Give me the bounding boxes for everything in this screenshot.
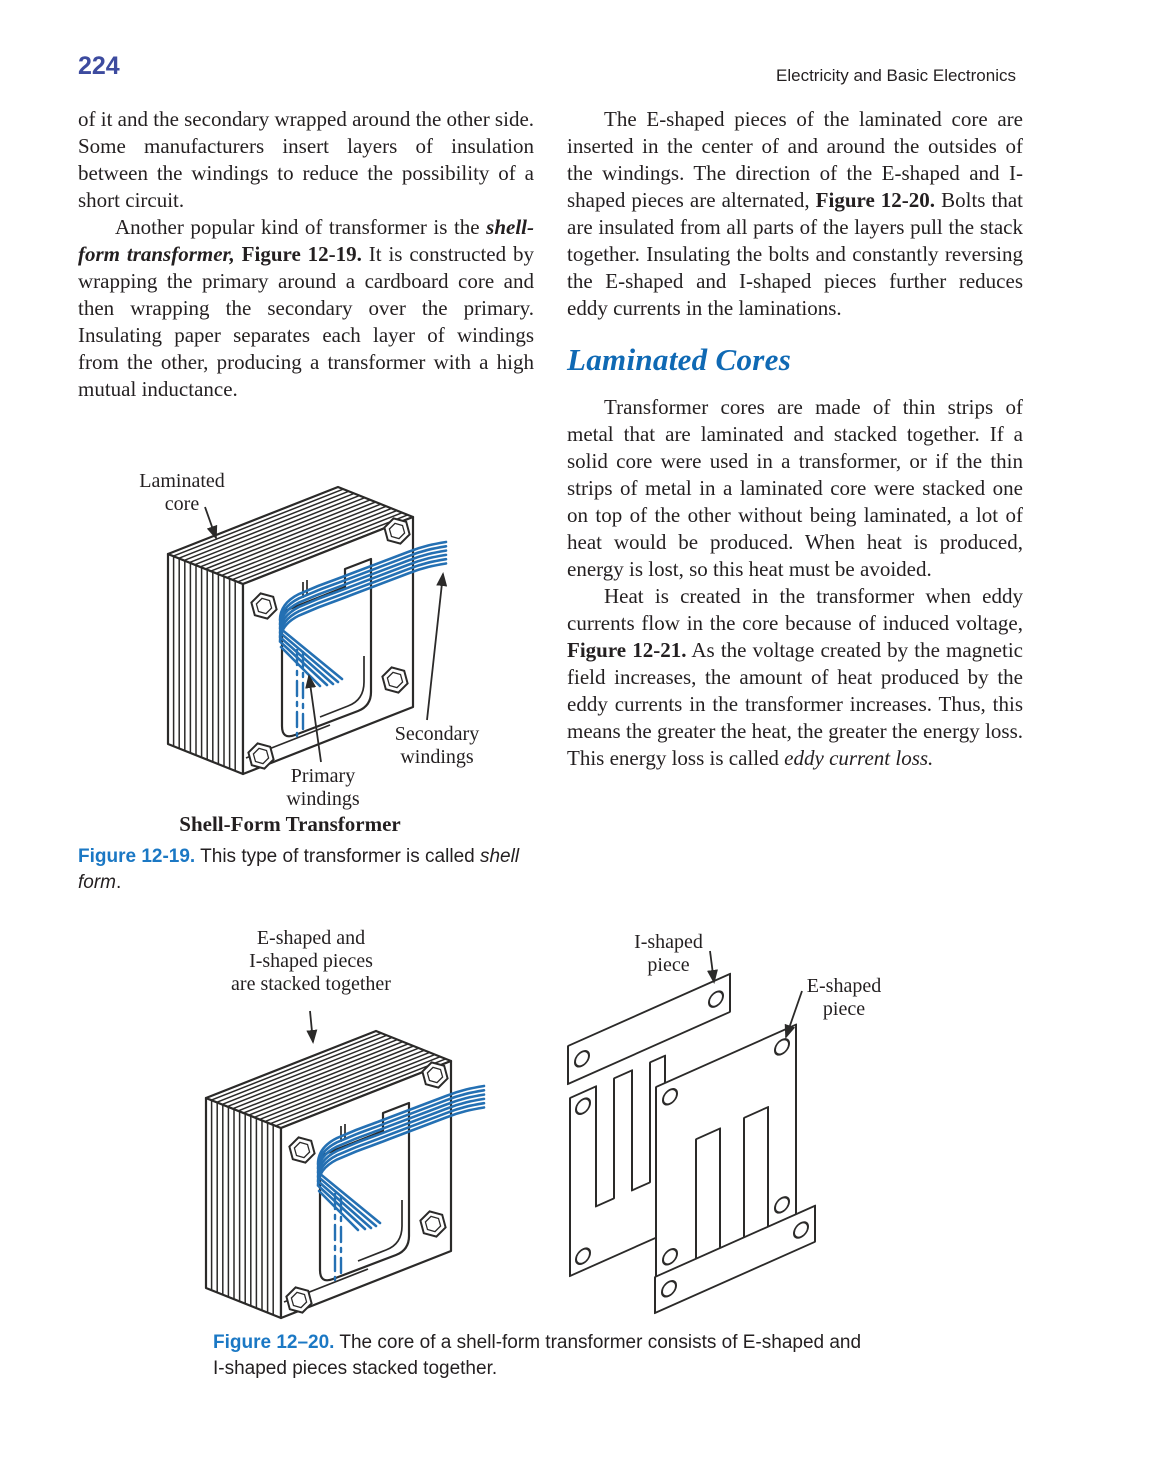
figure-12-19: Laminated core Secondary windings Primar… [78,462,534,820]
label-primary-windings: Primary windings [286,765,360,810]
figure-12-19-caption: Figure 12-19. This type of transformer i… [78,844,536,896]
figure-caption-label: Figure 12–20. [213,1332,335,1353]
paragraph: Heat is created in the transformer when … [567,583,1023,772]
bolt-hole [661,1280,677,1298]
stacked-pieces-arrow [306,1010,318,1044]
bolt-hole [574,1050,590,1068]
caption-emphasis: shell form [78,846,520,893]
secondary-windings-arrow [426,572,448,721]
caption-text: . [116,872,122,893]
figure-reference: Figure 12-20. [815,188,936,212]
bolt-hole [774,1196,790,1214]
figure-12-19-subtitle: Shell-Form Transformer [179,812,401,836]
text-run: Bolts that are insulated from all parts … [567,188,1023,320]
primary-windings-arrow [305,674,322,763]
label-stacked-pieces: E-shaped and I-shaped pieces are stacked… [231,927,391,995]
emphasis-run: shell-form transformer, [78,215,534,266]
i-piece-plate [654,1204,816,1315]
stacked-core-transformer [206,1031,484,1318]
i-piece-arrow [707,950,718,984]
caption-text: This type of transformer is called [195,846,480,867]
e-piece-plate [569,1054,666,1278]
i-piece-bottom [654,1204,816,1315]
figure-12-20-caption: Figure 12–20. The core of a shell-form t… [213,1330,868,1382]
bolt-hole [662,1248,678,1266]
label-secondary-windings: Secondary windings [394,723,480,768]
bolt-hole [774,1038,790,1056]
paragraph: Another popular kind of transformer is t… [78,214,534,403]
right-column: The E-shaped pieces of the laminated cor… [567,106,1023,772]
bolt-hole [793,1221,809,1239]
bolt-hole [708,990,724,1008]
paragraph: Transformer cores are made of thin strip… [567,394,1023,583]
text-run: Transformer cores are made of thin strip… [567,395,1023,581]
text-run: The E-shaped pieces of the laminated cor… [567,107,1023,212]
label-laminated-core: Laminated core [139,470,225,515]
laminated-core-figure-drawing [78,950,816,1345]
bolt-hole [575,1247,591,1265]
figure-reference: Figure 12-19. [234,242,362,266]
label-i-shaped-piece: I-shaped piece [634,931,703,976]
section-heading: Laminated Cores [567,342,792,377]
text-run: Another popular kind of transformer is t… [115,215,487,239]
label-e-shaped-piece: E-shaped piece [806,975,882,1020]
paragraph: The E-shaped pieces of the laminated cor… [567,106,1023,322]
caption-text: The core of a shell-form transformer con… [213,1332,862,1379]
text-run: of it and the secondary wrapped around t… [78,107,535,212]
text-run: As the voltage created by the magnetic f… [567,638,1023,770]
figure-12-20: E-shaped and I-shaped pieces are stacked… [78,925,1058,1345]
paragraph: of it and the secondary wrapped around t… [78,106,534,214]
bolt-hole [575,1097,591,1115]
text-run: Heat is created in the transformer when … [567,584,1023,635]
e-piece-arrow [784,990,803,1039]
laminated-core-arrow [204,506,218,540]
figure-caption-label: Figure 12-19. [78,846,196,867]
bolt-hole [662,1088,678,1106]
figure-reference: Figure 12-21. [567,638,687,662]
left-column: of it and the secondary wrapped around t… [78,106,534,403]
i-piece-plate [567,972,731,1086]
e-piece-back [569,1054,666,1278]
text-run: It is constructed by wrapping the primar… [78,242,534,401]
shell-form-transformer-drawing [78,462,534,820]
i-piece-top [567,972,731,1086]
page-number: 224 [78,52,120,80]
running-head: Electricity and Basic Electronics [776,66,1016,85]
emphasis-run: eddy current loss. [784,746,934,770]
